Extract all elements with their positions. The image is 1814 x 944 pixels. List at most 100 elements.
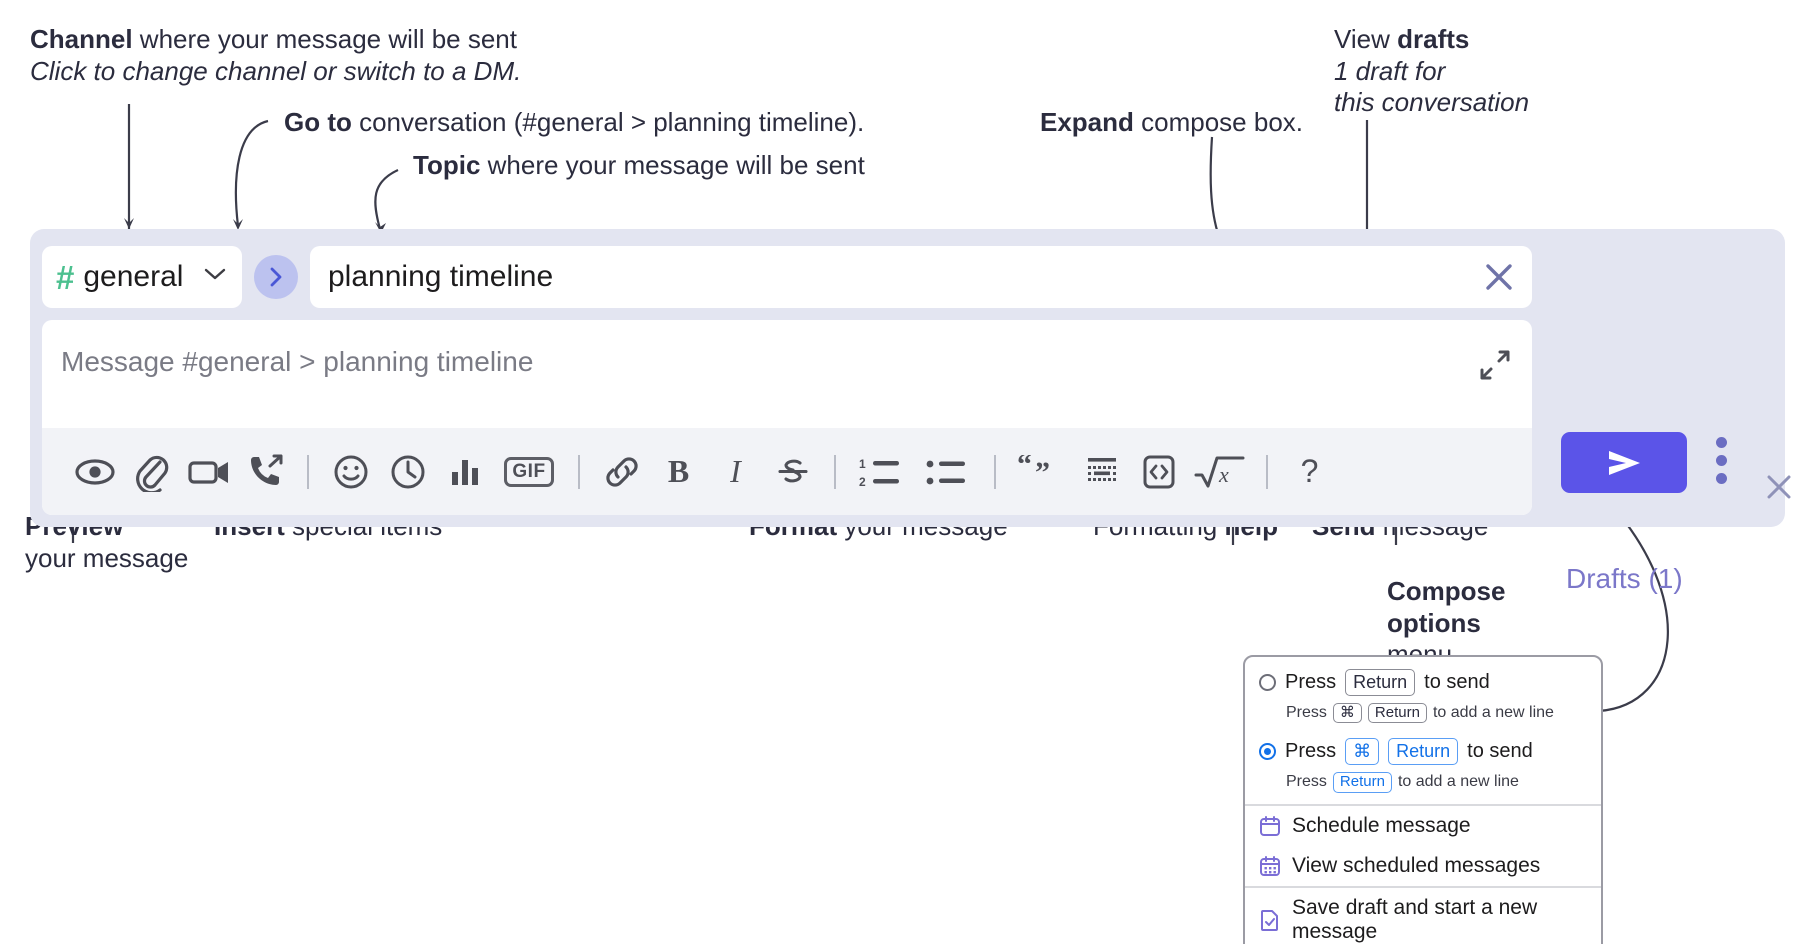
opt1-sub-key-cmd: ⌘	[1332, 702, 1362, 724]
blockquote-icon[interactable]: “”	[1009, 443, 1073, 500]
code-block-icon[interactable]	[1073, 443, 1130, 500]
radio-return[interactable]	[1259, 673, 1276, 691]
annotation-expand: Expand compose box.	[1040, 107, 1303, 139]
compose-panel: Drafts (1) # general plann	[30, 229, 1791, 594]
menu-item-label: Schedule message	[1292, 813, 1471, 837]
chevron-down-icon	[202, 266, 228, 288]
opt1-key-return: Return	[1345, 669, 1416, 696]
annotation-goto-bold: Go to	[284, 107, 352, 137]
opt2-press: Press	[1285, 740, 1337, 762]
help-icon[interactable]: ?	[1300, 453, 1319, 489]
bulleted-list-icon[interactable]	[915, 443, 981, 500]
channel-name: general	[83, 260, 184, 293]
opt2-sub-key-return: Return	[1332, 771, 1392, 793]
toolbar-separator	[994, 454, 996, 489]
bold-icon[interactable]: B	[667, 453, 690, 489]
menu-item-label: Save draft and start a new message	[1292, 895, 1538, 943]
strikethrough-icon[interactable]	[764, 443, 821, 500]
save-draft-icon	[1261, 909, 1278, 931]
attachment-icon[interactable]	[123, 443, 180, 500]
opt2-key-return: Return	[1388, 738, 1459, 765]
toolbar-separator	[1266, 454, 1268, 489]
annotation-expand-bold: Expand	[1040, 107, 1134, 137]
opt2-sub-press: Press	[1286, 773, 1327, 791]
chevron-right-icon	[270, 267, 282, 287]
annotation-drafts-pre: View	[1334, 24, 1398, 54]
close-icon	[1486, 264, 1512, 290]
send-icon	[1609, 450, 1640, 475]
panel-close-button[interactable]	[1764, 472, 1794, 507]
opt1-sub-tail: to add a new line	[1432, 703, 1554, 721]
math-icon[interactable]: x	[1187, 443, 1253, 500]
formatting-toolbar: GIF B I	[42, 428, 1532, 515]
channel-select[interactable]: # general	[42, 246, 242, 308]
video-icon[interactable]	[180, 443, 237, 500]
annotation-goto-rest: conversation (#general > planning timeli…	[351, 107, 865, 137]
compose-options-button[interactable]	[1716, 437, 1727, 484]
svg-text:2: 2	[859, 475, 866, 489]
annotation-topic-rest: where your message will be sent	[480, 150, 865, 180]
svg-text:x: x	[1218, 462, 1229, 487]
preview-icon[interactable]	[66, 443, 123, 500]
annotation-goto: Go to conversation (#general > planning …	[284, 107, 864, 139]
italic-icon[interactable]: I	[730, 453, 741, 489]
svg-text:”: ”	[1035, 456, 1050, 489]
svg-text:“: “	[1017, 455, 1032, 481]
annotation-drafts-bold: drafts	[1397, 24, 1470, 54]
opt2-tail: to send	[1467, 740, 1533, 762]
annotation-compose-bold2: options	[1387, 607, 1481, 638]
annotation-channel: Channel where your message will be sent …	[30, 24, 521, 87]
message-input[interactable]: Message #general > planning timeline	[42, 320, 1532, 428]
menu-divider	[1245, 803, 1601, 806]
link-icon[interactable]	[593, 443, 650, 500]
message-placeholder: Message #general > planning timeline	[61, 346, 534, 377]
topic-clear-button[interactable]	[1480, 258, 1518, 296]
opt1-sub-key-return: Return	[1367, 702, 1427, 724]
annotation-channel-sub: Click to change channel or switch to a D…	[30, 55, 522, 86]
emoji-icon[interactable]	[322, 443, 379, 500]
opt2-key-cmd: ⌘	[1345, 738, 1380, 765]
send-button[interactable]	[1561, 432, 1687, 493]
compose-options-menu: Press Return to send Press ⌘ Return to a…	[1243, 655, 1603, 944]
opt1-sub-press: Press	[1286, 703, 1327, 721]
code-icon[interactable]	[1130, 443, 1187, 500]
annotation-channel-rest: where your message will be sent	[132, 24, 517, 54]
toolbar-separator	[307, 454, 309, 489]
annotation-compose-bold1: Compose	[1387, 576, 1506, 606]
radio-cmd-return[interactable]	[1259, 743, 1276, 760]
send-option-cmd-return[interactable]: Press ⌘ Return to send Press Return to a…	[1245, 734, 1601, 803]
send-option-return[interactable]: Press Return to send Press ⌘ Return to a…	[1245, 657, 1601, 734]
poll-icon[interactable]	[436, 443, 493, 500]
annotation-topic-bold: Topic	[413, 150, 481, 180]
audio-call-icon[interactable]	[237, 443, 294, 500]
goto-conversation-button[interactable]	[254, 255, 298, 299]
opt1-tail: to send	[1424, 670, 1490, 693]
clock-icon[interactable]	[379, 443, 436, 500]
opt1-press: Press	[1285, 670, 1337, 693]
annotation-expand-rest: compose box.	[1133, 107, 1304, 137]
annotation-topic: Topic where your message will be sent	[413, 150, 865, 182]
topic-field[interactable]: planning timeline	[310, 246, 1532, 308]
opt2-sub-tail: to add a new line	[1397, 773, 1519, 791]
expand-button[interactable]	[1478, 348, 1512, 387]
menu-item-label: View scheduled messages	[1292, 853, 1541, 877]
compose-header-row: # general planning timeline	[42, 243, 1532, 311]
menu-item-save-draft[interactable]: Save draft and start a new message	[1245, 888, 1601, 944]
toolbar-separator	[578, 454, 580, 489]
message-box: Message #general > planning timeline	[42, 320, 1532, 515]
annotation-preview-sub: your message	[25, 542, 189, 573]
calendar-grid-icon	[1260, 855, 1280, 876]
menu-item-view-scheduled[interactable]: View scheduled messages	[1245, 846, 1601, 886]
calendar-icon	[1260, 815, 1280, 836]
hash-icon: #	[56, 258, 75, 296]
annotation-drafts: View drafts 1 draft for this conversatio…	[1334, 24, 1529, 119]
drafts-link[interactable]: Drafts (1)	[1566, 563, 1683, 594]
gif-icon[interactable]: GIF	[493, 443, 565, 500]
annotation-drafts-sub2: this conversation	[1334, 87, 1530, 118]
svg-text:1: 1	[859, 457, 866, 471]
annotation-channel-bold: Channel	[30, 24, 133, 54]
menu-item-schedule-message[interactable]: Schedule message	[1245, 806, 1601, 846]
annotation-drafts-sub1: 1 draft for	[1334, 55, 1446, 86]
topic-value: planning timeline	[328, 260, 554, 293]
